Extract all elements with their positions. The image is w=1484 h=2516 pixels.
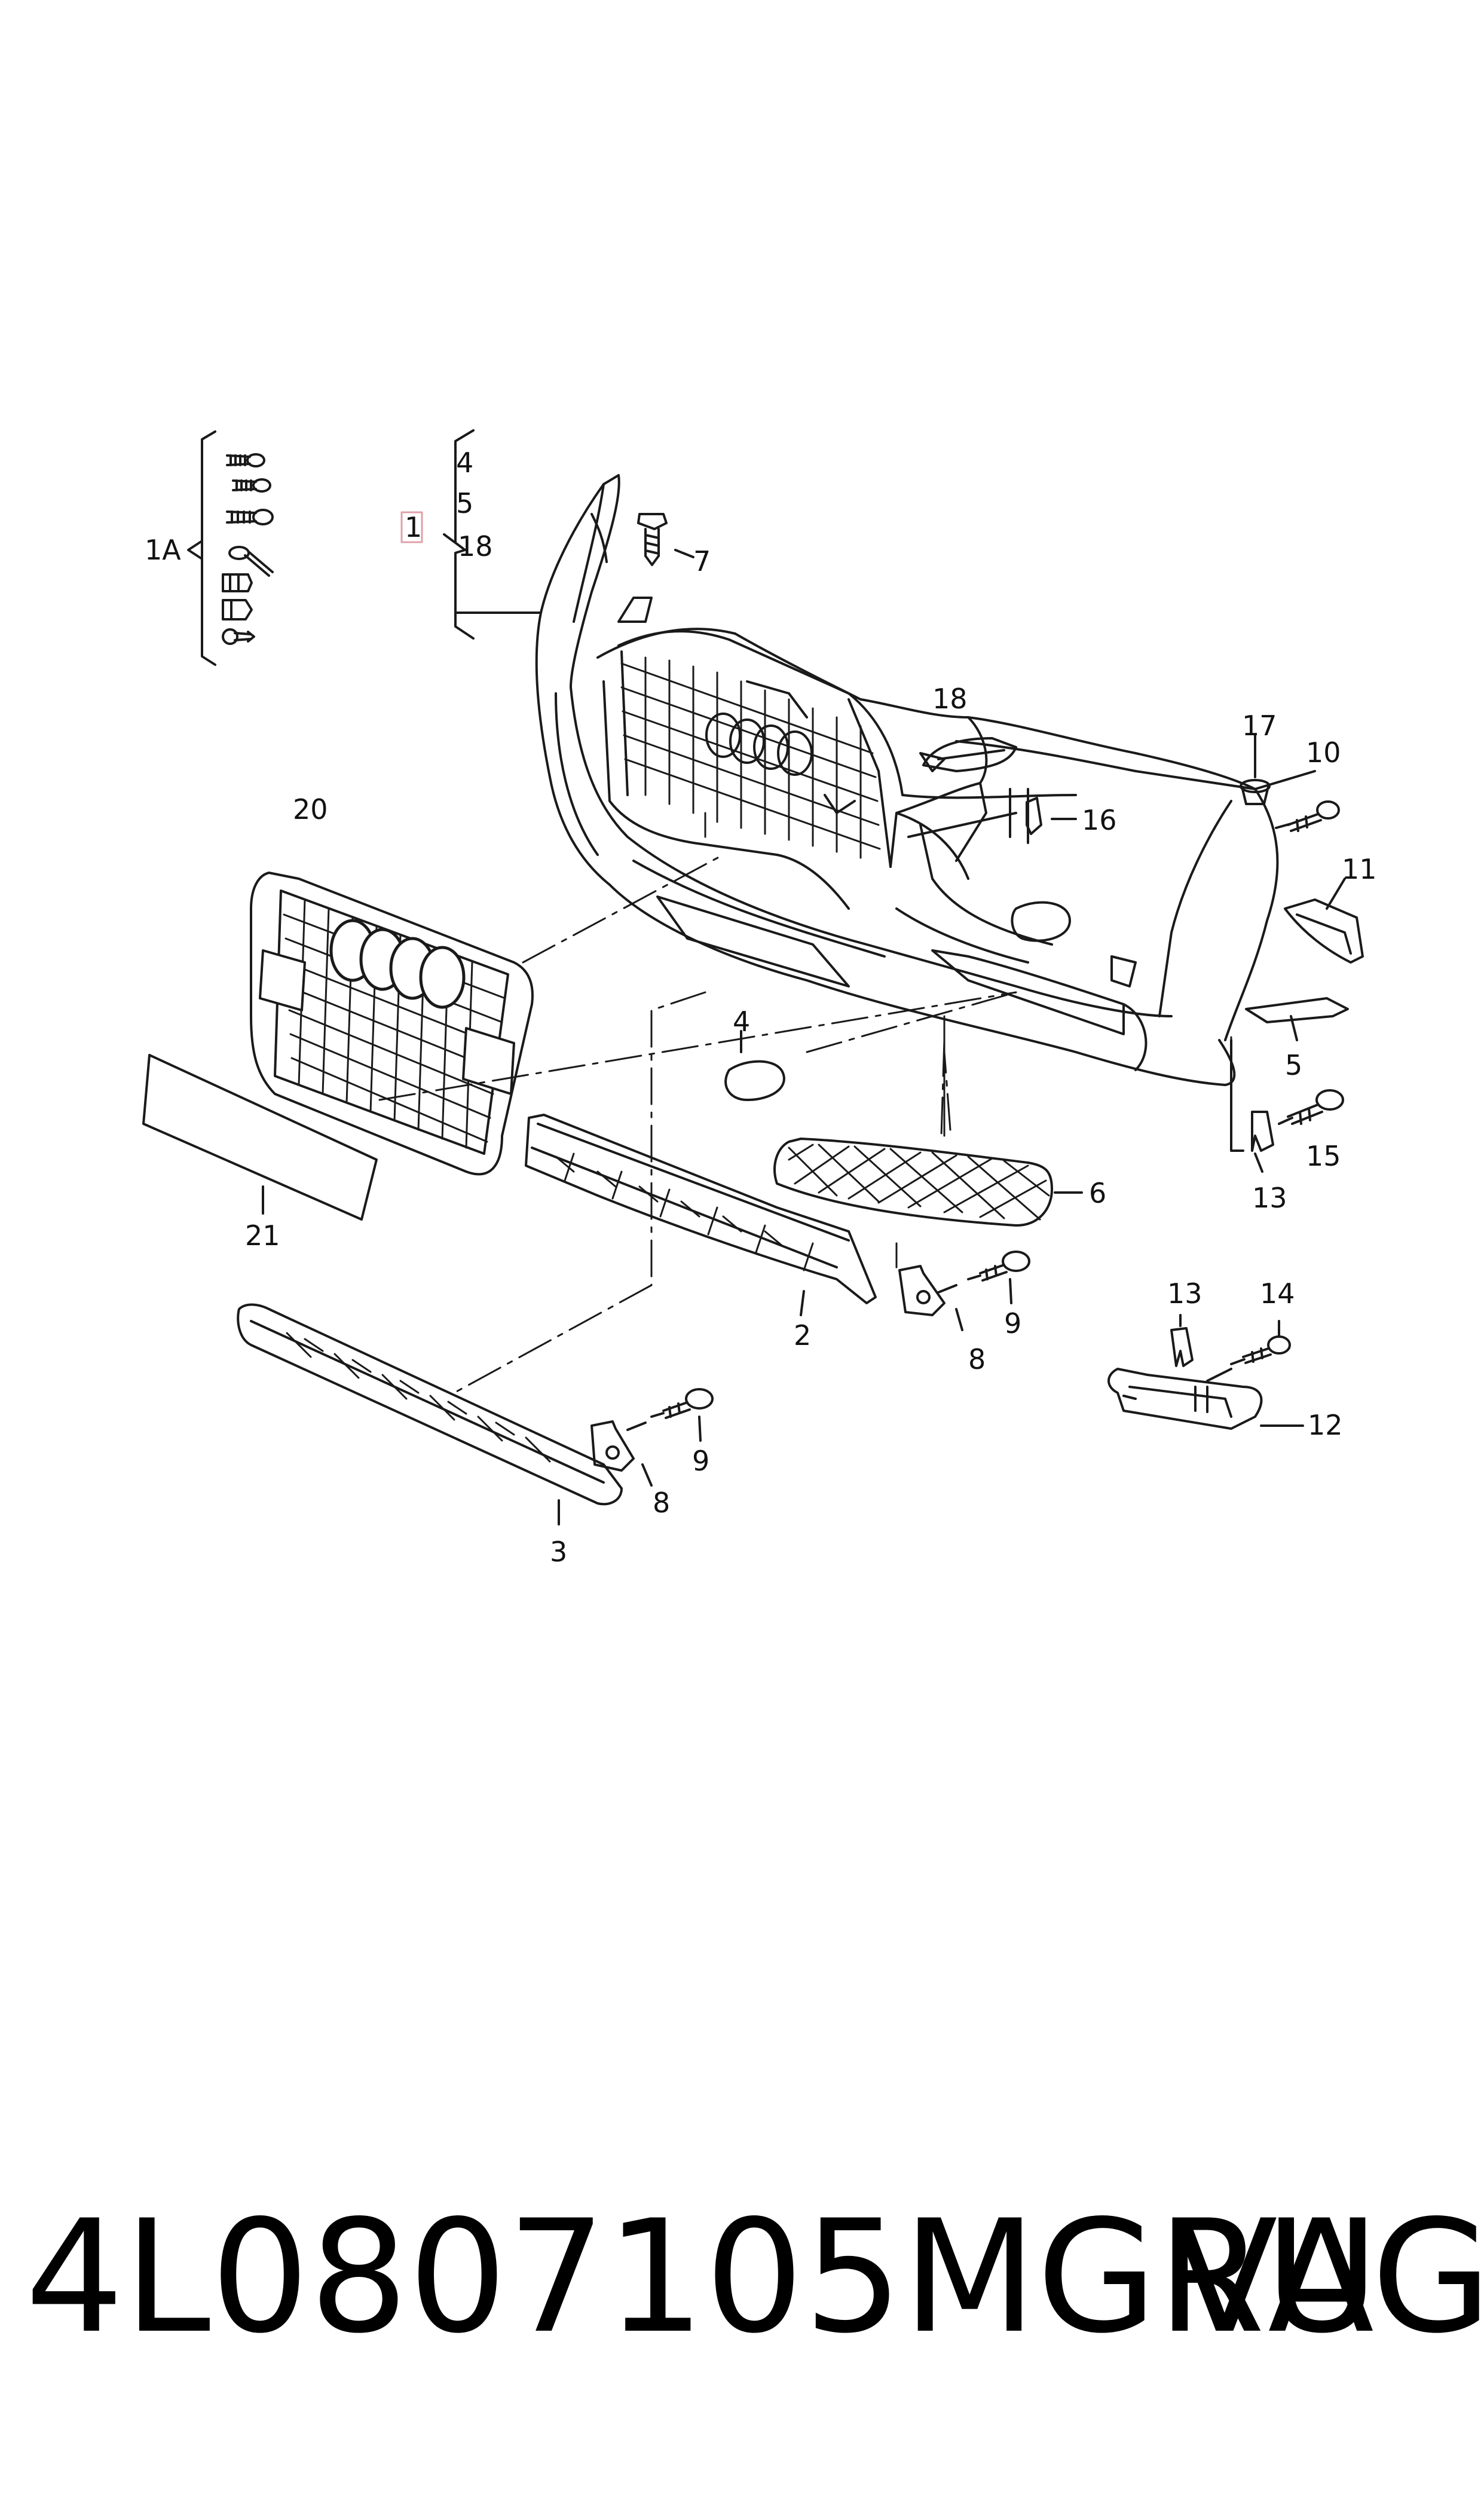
callout-9b: 9 xyxy=(692,1445,709,1477)
radiator-grille-20 xyxy=(250,872,534,1176)
leader-lines xyxy=(704,812,1232,1268)
group-bracket-1 xyxy=(443,429,542,640)
licence-plate-21 xyxy=(142,1054,378,1221)
screw-9b xyxy=(626,1388,714,1442)
callout-14: 14 xyxy=(1260,1277,1295,1310)
callout-18-group: 18 xyxy=(458,530,493,562)
callout-8b: 8 xyxy=(653,1487,670,1519)
callout-13b: 13 xyxy=(1167,1277,1203,1310)
nut-8b xyxy=(590,1420,653,1487)
highlight-box-1 xyxy=(400,511,423,543)
fastener-kit-1a xyxy=(187,430,274,666)
callout-4: 4 xyxy=(733,1005,750,1038)
callout-2: 2 xyxy=(794,1319,811,1352)
callout-1: 1 xyxy=(405,511,422,543)
callout-4-group: 4 xyxy=(456,447,473,479)
screw-15 xyxy=(1278,1089,1344,1125)
screw-10 xyxy=(1275,800,1340,832)
clip-13b xyxy=(1170,1314,1194,1367)
callout-15: 15 xyxy=(1306,1140,1341,1172)
trim-strip-18 xyxy=(922,737,1017,772)
callout-8a: 8 xyxy=(968,1343,986,1375)
top-bracket xyxy=(617,597,653,623)
callout-16: 16 xyxy=(1082,804,1117,836)
nut-8a xyxy=(898,1265,963,1331)
washer-cover-on-bumper xyxy=(1011,901,1071,942)
callout-9a: 9 xyxy=(1004,1307,1021,1340)
callout-5: 5 xyxy=(1285,1049,1302,1081)
lower-grille-6 xyxy=(773,1138,1083,1227)
callout-12: 12 xyxy=(1308,1409,1343,1441)
side-bracket-11 xyxy=(1284,878,1364,964)
part-number: 4L0807105MGRU xyxy=(25,2187,1379,2368)
callout-7: 7 xyxy=(693,545,711,577)
brand-label: VAG xyxy=(1171,2187,1484,2368)
trim-strip-5 xyxy=(1245,997,1349,1041)
screw-14 xyxy=(1206,1320,1291,1382)
callout-5-group: 5 xyxy=(456,487,473,519)
callout-11: 11 xyxy=(1342,853,1377,885)
callout-6: 6 xyxy=(1089,1177,1106,1209)
plug-17 xyxy=(1240,734,1271,805)
lower-trim-3 xyxy=(237,1303,623,1526)
bumper-cover xyxy=(535,474,1316,1086)
bracket-12 xyxy=(1107,1368,1304,1430)
callout-labels: 1A 4 5 1 18 7 18 17 10 16 11 20 4 5 15 1… xyxy=(145,447,1377,1568)
callout-13: 13 xyxy=(1252,1182,1287,1214)
assembly-lines xyxy=(378,854,1232,1394)
lower-diffuser-2 xyxy=(525,1114,877,1316)
screw-7 xyxy=(637,513,694,566)
callout-10: 10 xyxy=(1306,736,1341,769)
clip-16 xyxy=(1026,797,1077,835)
callout-20: 20 xyxy=(293,793,328,826)
washer-cover-4 xyxy=(724,1030,785,1101)
callout-3: 3 xyxy=(550,1536,567,1568)
screw-9a xyxy=(937,1251,1030,1304)
callout-18: 18 xyxy=(932,683,968,715)
callout-17: 17 xyxy=(1242,710,1277,742)
clip-13 xyxy=(1230,1039,1274,1173)
callout-21: 21 xyxy=(245,1219,280,1252)
callout-1a: 1A xyxy=(145,534,181,566)
